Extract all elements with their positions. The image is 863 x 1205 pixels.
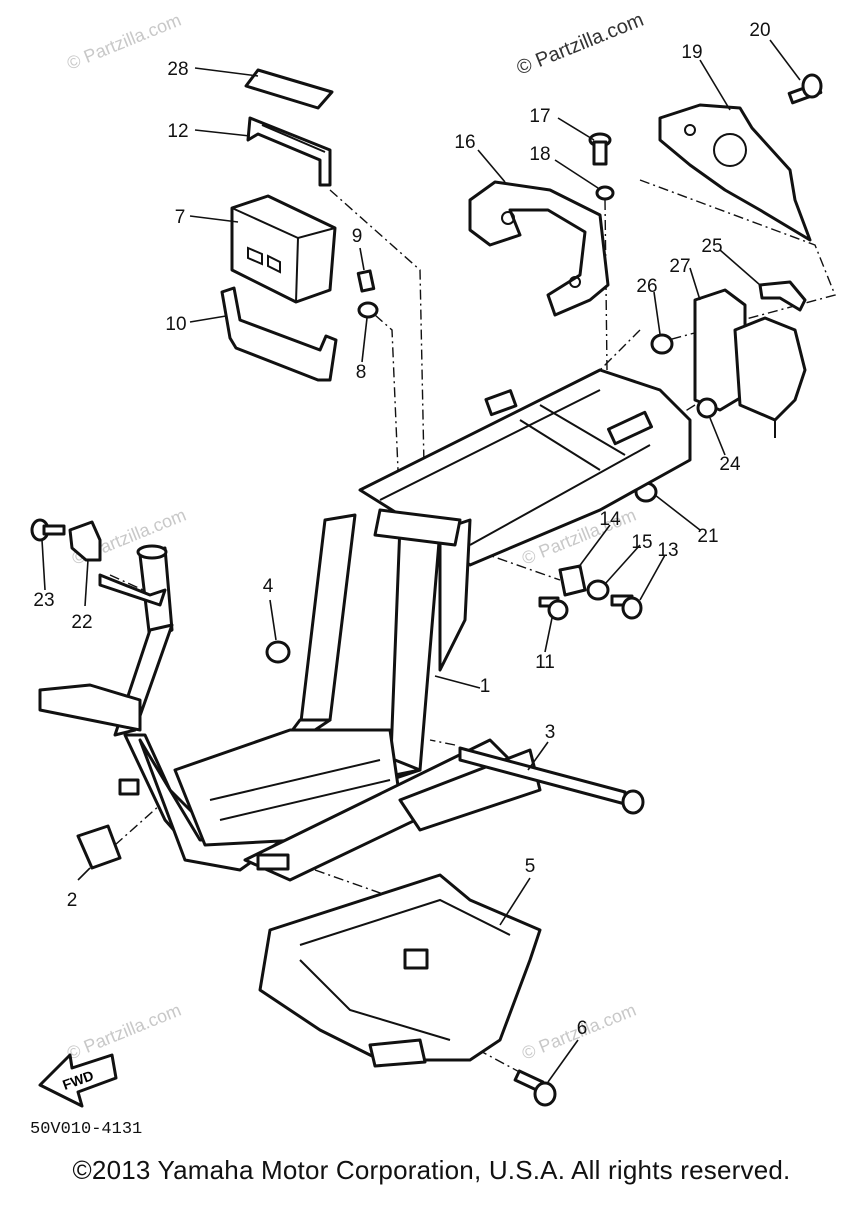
- callout-23: 23: [33, 590, 54, 611]
- callout-17: 17: [529, 106, 550, 127]
- part-15-washer: [586, 579, 610, 601]
- callout-24: 24: [719, 454, 741, 475]
- leader-lines: [41, 39, 801, 1083]
- part-22-bracket: [68, 520, 102, 562]
- callout-12: 12: [167, 121, 188, 142]
- callout-28: 28: [167, 59, 188, 80]
- part-23-bolt: [30, 518, 66, 542]
- callout-11: 11: [535, 652, 555, 673]
- part-18-washer: [595, 185, 615, 201]
- callout-7: 7: [175, 207, 186, 228]
- callout-19: 19: [681, 42, 702, 63]
- watermark: © Partzilla.com: [64, 10, 184, 74]
- bracket-rod: [98, 573, 167, 607]
- callout-21: 21: [697, 526, 718, 547]
- callout-9: 9: [352, 226, 363, 247]
- part-14-collar: [558, 564, 587, 597]
- part-8-nut: [357, 301, 379, 319]
- callout-6: 6: [577, 1018, 588, 1039]
- part-10-battery-band: [220, 286, 338, 382]
- part-1-frame: [38, 368, 692, 882]
- callout-16: 16: [454, 132, 475, 153]
- drawing-code: 50V010-4131: [30, 1120, 143, 1139]
- part-26-nut: [650, 333, 674, 355]
- callout-25: 25: [701, 236, 722, 257]
- part-3-bolt: [458, 746, 645, 815]
- part-4-nut: [265, 640, 291, 664]
- part-7-battery-box: [230, 194, 337, 304]
- callout-5: 5: [525, 856, 536, 877]
- callout-13: 13: [657, 540, 678, 561]
- callout-27: 27: [669, 256, 690, 277]
- part-2-collar: [76, 824, 122, 870]
- callouts: 28 12 7 10 9 8 16 17 18 19 20 25 27 26 2…: [33, 20, 770, 1039]
- callout-14: 14: [599, 509, 621, 530]
- part-16-bracket: [468, 180, 610, 317]
- part-24-collar: [696, 397, 718, 419]
- watermark: © Partzilla.com: [514, 9, 647, 80]
- part-9-clip: [356, 269, 376, 293]
- callout-8: 8: [356, 362, 367, 383]
- copyright-notice: ©2013 Yamaha Motor Corporation, U.S.A. A…: [72, 1155, 791, 1185]
- part-11-bolt: [538, 596, 569, 621]
- callout-1: 1: [480, 676, 491, 697]
- callout-3: 3: [545, 722, 556, 743]
- part-6-bolt: [513, 1069, 557, 1107]
- callout-10: 10: [165, 314, 186, 335]
- part-20-bolt: [787, 73, 823, 105]
- part-12-bracket: [246, 116, 332, 187]
- fwd-arrow: FWD: [38, 1053, 118, 1108]
- part-27-cover: [693, 288, 807, 438]
- part-17-bolt: [588, 132, 612, 166]
- callout-26: 26: [636, 276, 657, 297]
- watermark: © Partzilla.com: [64, 1000, 184, 1064]
- callout-2: 2: [67, 890, 78, 911]
- part-5-under-cover: [258, 873, 542, 1068]
- callout-20: 20: [749, 20, 770, 41]
- part-13-bolt: [610, 594, 643, 620]
- part-28-pad: [244, 68, 334, 110]
- callout-18: 18: [529, 144, 550, 165]
- callout-4: 4: [263, 576, 274, 597]
- callout-22: 22: [71, 612, 92, 633]
- callout-15: 15: [631, 532, 652, 553]
- part-19-bracket: [658, 103, 812, 242]
- part-25-bracket: [758, 280, 807, 312]
